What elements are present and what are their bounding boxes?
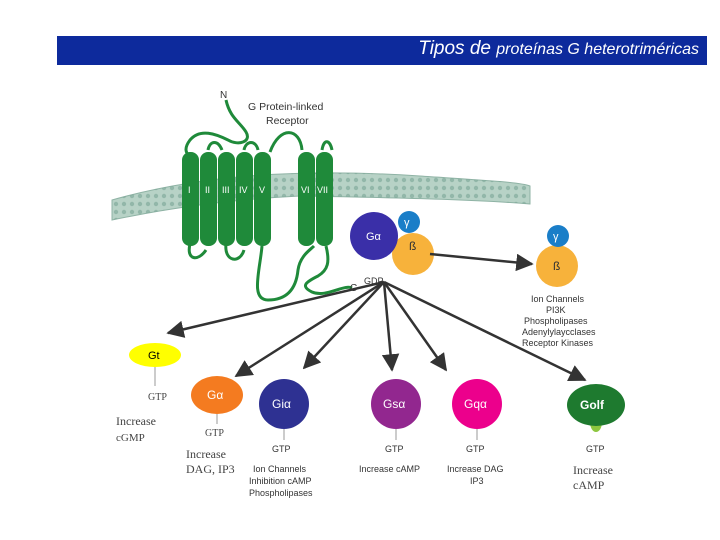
gi-subunit: Giα GTP Ion Channels Inhibition cAMP Pho…	[249, 379, 313, 498]
gq-effect-1: Increase DAG	[447, 464, 504, 474]
helix-5-label: V	[259, 185, 265, 195]
go-gtp: GTP	[205, 428, 224, 439]
golf-effect-2: cAMP	[573, 478, 605, 492]
helix-7-label: VII	[317, 185, 328, 195]
title-part1: Tipos de	[418, 38, 491, 59]
helix-6-label: VI	[301, 185, 310, 195]
gt-subunit: Gt GTP Increase cGMP	[116, 343, 181, 444]
bg-target-5: Receptor Kinases	[522, 338, 594, 348]
gt-effect-2: cGMP	[116, 432, 145, 444]
go-label: Gα	[207, 388, 223, 402]
go-subunit: Gα GTP Increase DAG, IP3	[186, 376, 243, 476]
helix-4-label: IV	[239, 185, 248, 195]
g-alpha-label: Gα	[366, 231, 382, 243]
gpcr-receptor: I II III IV V VI VII	[182, 99, 353, 302]
heterotrimer: Gα γ ß GDP	[350, 211, 434, 286]
golf-gtp: GTP	[586, 444, 605, 454]
bg-target-1: Ion Channels	[531, 294, 585, 304]
gt-label: Gt	[148, 350, 160, 362]
title-bar: Tipos de proteínas G heterotriméricas	[57, 36, 707, 65]
free-gamma-label: γ	[553, 231, 559, 243]
helix-2-label: II	[205, 185, 210, 195]
gs-subunit: Gsα GTP Increase cAMP	[359, 379, 421, 474]
beta-label: ß	[409, 239, 416, 253]
gs-effect-1: Increase cAMP	[359, 464, 420, 474]
golf-effect-1: Increase	[573, 463, 613, 477]
gamma-label: γ	[404, 217, 410, 229]
gq-subunit: Gqα GTP Increase DAG IP3	[447, 379, 504, 486]
gi-effect-3: Phospholipases	[249, 488, 313, 498]
slide-title: Tipos de proteínas G heterotriméricas	[418, 38, 699, 60]
gi-effect-1: Ion Channels	[253, 464, 307, 474]
go-effect-1: Increase	[186, 447, 226, 461]
helix-1-label: I	[188, 185, 191, 195]
helix-3-label: III	[222, 185, 230, 195]
free-beta-label: ß	[553, 259, 560, 273]
receptor-name-line1: G Protein-linked	[248, 101, 323, 113]
gs-gtp: GTP	[385, 444, 404, 454]
gi-effect-2: Inhibition cAMP	[249, 476, 312, 486]
golf-subunit: Golf GTP Increase cAMP	[567, 384, 625, 492]
receptor-name-line2: Receptor	[266, 115, 309, 127]
arrows	[166, 252, 587, 382]
gq-gtp: GTP	[466, 444, 485, 454]
gdp-label: GDP	[364, 276, 384, 286]
bg-target-2: PI3K	[546, 305, 566, 315]
gq-label: Gqα	[464, 397, 487, 411]
bg-target-4: Adenylylaycclases	[522, 327, 596, 337]
gt-gtp: GTP	[148, 392, 167, 403]
gs-label: Gsα	[383, 397, 405, 411]
title-part2: proteínas G heterotriméricas	[496, 41, 699, 58]
bg-target-3: Phospholipases	[524, 316, 588, 326]
gi-gtp: GTP	[272, 444, 291, 454]
free-beta-gamma: γ ß Ion Channels PI3K Phospholipases Ade…	[522, 225, 596, 348]
go-effect-2: DAG, IP3	[186, 462, 235, 476]
gi-label: Giα	[272, 397, 291, 411]
gt-effect-1: Increase	[116, 414, 156, 428]
gq-effect-2: IP3	[470, 476, 484, 486]
golf-label: Golf	[580, 398, 605, 412]
n-terminus-label: N	[220, 90, 227, 101]
